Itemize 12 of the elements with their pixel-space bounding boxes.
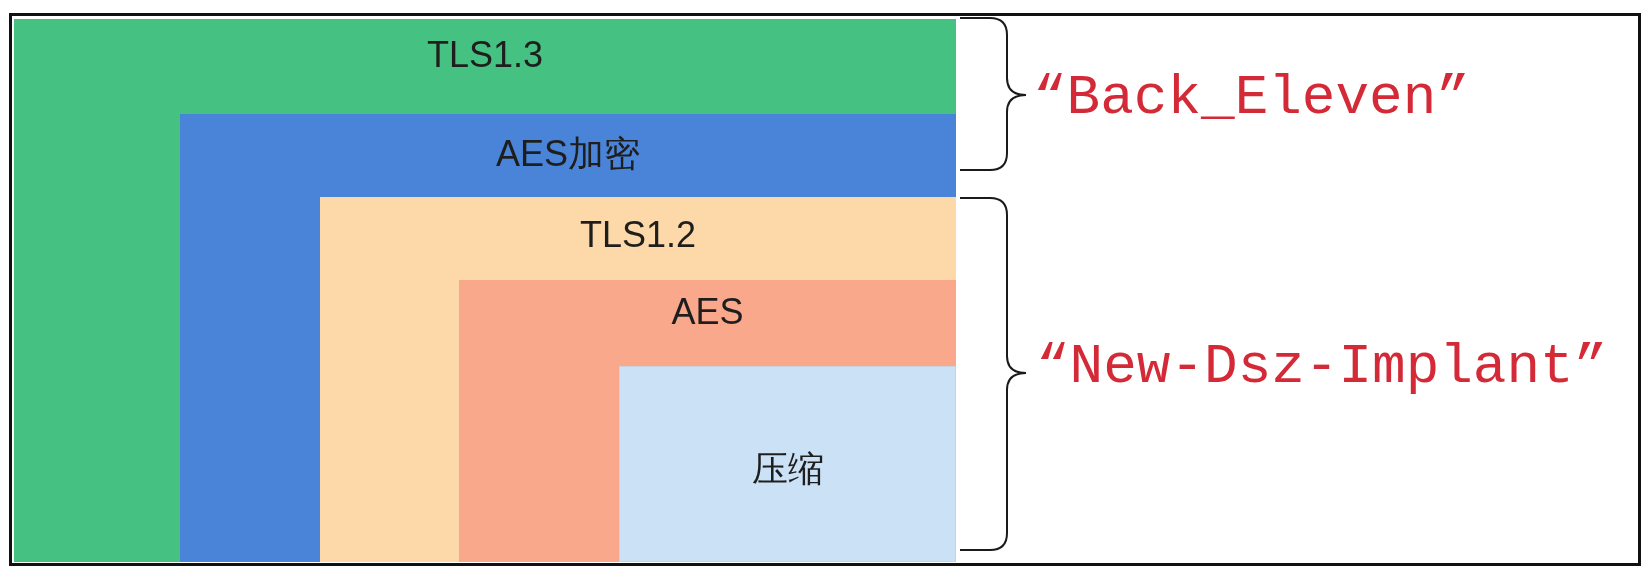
layer-label: TLS1.3 bbox=[426, 35, 544, 75]
layer-label: AES加密 bbox=[495, 134, 640, 174]
bracket-label: “New-Dsz-Implant” bbox=[1036, 337, 1608, 397]
layer-box bbox=[619, 366, 956, 562]
layer-label: 压缩 bbox=[751, 449, 824, 489]
layer-box bbox=[459, 280, 956, 562]
layer-box bbox=[14, 19, 956, 562]
layer-label: TLS1.2 bbox=[579, 215, 697, 255]
bracket-label: “Back_Eleven” bbox=[1033, 68, 1470, 128]
layer-box bbox=[180, 114, 956, 562]
layer-label: AES bbox=[671, 292, 744, 332]
layer-box bbox=[320, 197, 956, 562]
